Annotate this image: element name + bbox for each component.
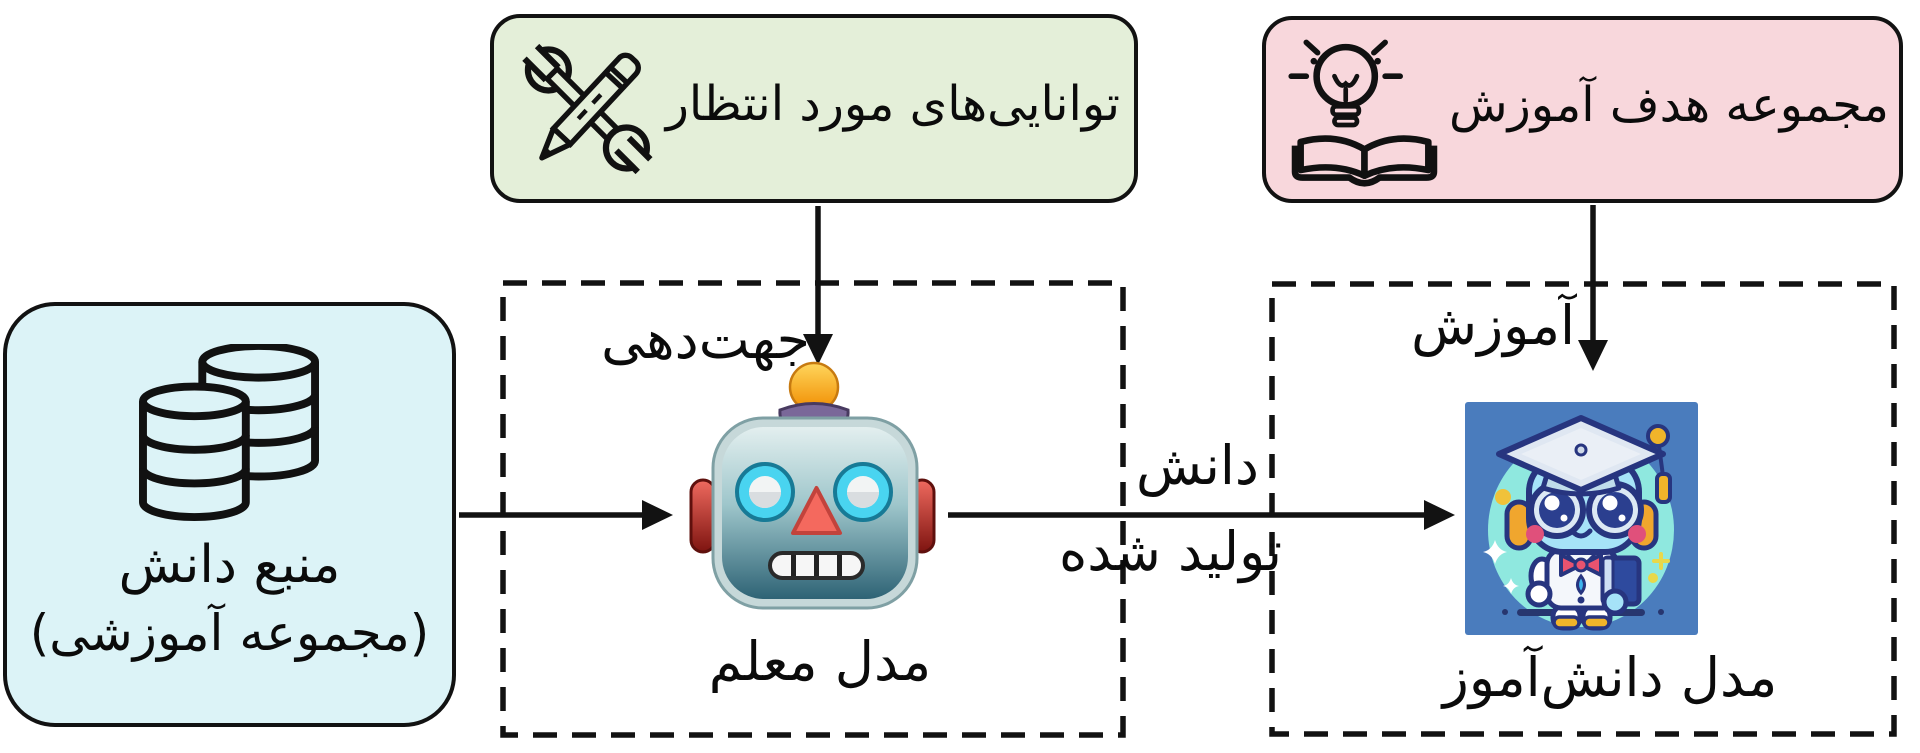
- knowledge-arrow-label-line1: دانش: [1136, 434, 1259, 497]
- knowledge-arrow-label-line2: تولید شده: [1058, 520, 1283, 583]
- arrowhead-into-student: [1424, 500, 1455, 530]
- teacher-robot-icon: [689, 361, 936, 610]
- knowledge-source-sublabel: (مجموعه آموزشی): [29, 603, 430, 662]
- knowledge-source-box: منبع دانش (مجموعه آموزشی): [3, 302, 456, 727]
- teacher-incoming-label: جهت‌دهی: [601, 308, 810, 371]
- database-icon: [139, 344, 319, 522]
- student-robot-icon: [1465, 402, 1698, 635]
- knowledge-source-label: منبع دانش: [118, 535, 341, 595]
- teacher-robot-mouth: [768, 551, 865, 580]
- wrench-pencil-icon: [522, 43, 653, 174]
- expected-capabilities-box: توانایی‌های مورد انتظار: [490, 14, 1138, 203]
- arrowhead-into-teacher: [642, 500, 673, 530]
- student-incoming-label: آموزش: [1411, 294, 1575, 357]
- training-target-box: مجموعه هدف آموزش: [1262, 16, 1903, 203]
- teacher-model-title: مدل معلم: [708, 630, 932, 693]
- lightbulb-book-icon: [1288, 39, 1438, 186]
- student-model-title: مدل دانش‌آموز: [1442, 646, 1778, 709]
- expected-capabilities-label: توانایی‌های مورد انتظار: [665, 76, 1120, 133]
- arrowhead-down-student: [1578, 340, 1608, 371]
- training-target-label: مجموعه هدف آموزش: [1448, 77, 1889, 134]
